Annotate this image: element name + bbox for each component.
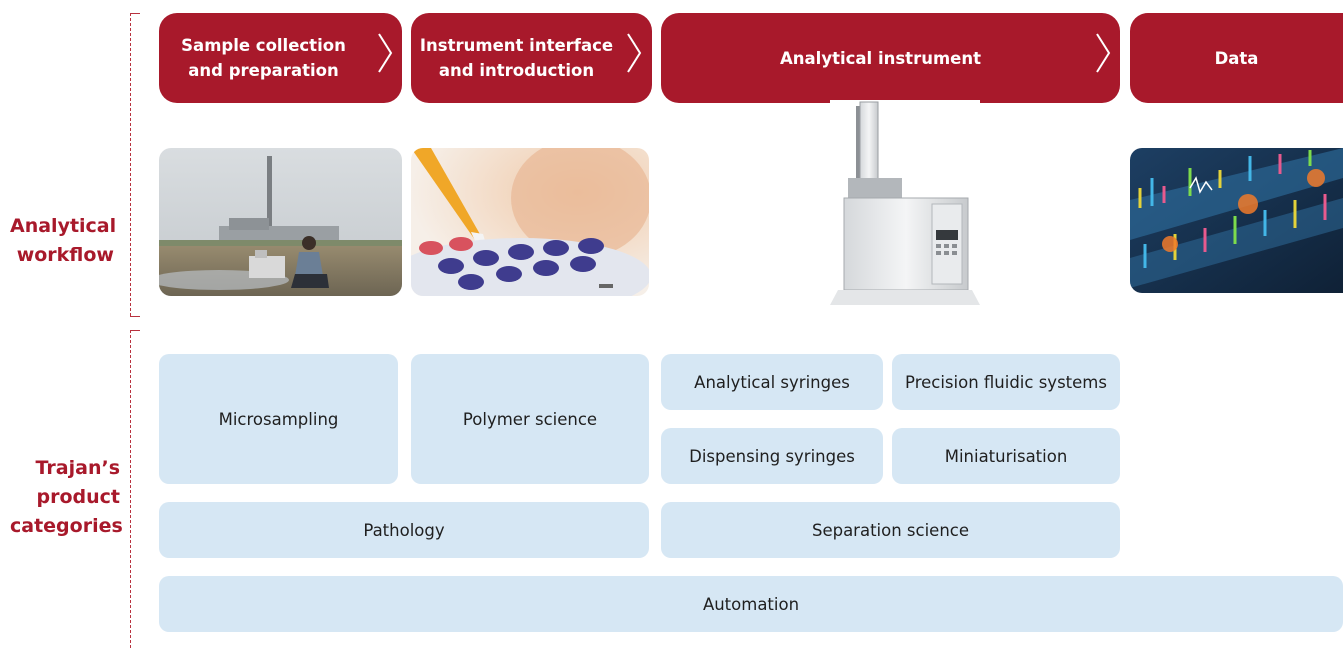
- step-sample-collection: Sample collection and preparation: [159, 13, 402, 103]
- lab-pipetting-photo: [411, 148, 649, 296]
- category-polymer-science: Polymer science: [411, 354, 649, 484]
- category-miniaturisation: Miniaturisation: [892, 428, 1120, 484]
- category-automation: Automation: [159, 576, 1343, 632]
- step-label: Sample collection and preparation: [181, 36, 346, 80]
- category-label: Pathology: [363, 520, 445, 540]
- workflow-label-line: Analytical: [10, 215, 117, 237]
- category-label: Dispensing syringes: [689, 446, 855, 466]
- category-separation-science: Separation science: [661, 502, 1120, 558]
- step-label: Instrument interface and introduction: [419, 36, 614, 80]
- category-label: Miniaturisation: [944, 446, 1068, 466]
- categories-label-line: Trajan’s: [35, 457, 120, 479]
- workflow-bracket: [130, 13, 132, 316]
- analytical-instrument-photo: [830, 100, 980, 305]
- category-label: Precision fluidic systems: [905, 372, 1107, 392]
- data-visualisation-photo: [1130, 148, 1343, 293]
- category-pathology: Pathology: [159, 502, 649, 558]
- step-instrument-interface: Instrument interface and introduction: [411, 13, 652, 103]
- category-microsampling: Microsampling: [159, 354, 398, 484]
- category-precision-fluidic-systems: Precision fluidic systems: [892, 354, 1120, 410]
- bracket-top-tick: [130, 13, 140, 14]
- field-sampling-photo: [159, 148, 402, 296]
- category-dispensing-syringes: Dispensing syringes: [661, 428, 883, 484]
- product-categories-label: Trajan’s product categories: [10, 454, 123, 541]
- bracket-mid-tick-b: [130, 330, 140, 331]
- category-label: Polymer science: [462, 409, 598, 429]
- category-analytical-syringes: Analytical syringes: [661, 354, 883, 410]
- category-label: Separation science: [811, 520, 970, 540]
- category-label: Microsampling: [218, 409, 339, 429]
- chevron-right-icon: [378, 33, 393, 73]
- bracket-mid-tick-a: [130, 316, 140, 317]
- chevron-right-icon: [1096, 33, 1111, 73]
- categories-label-line: product: [36, 486, 121, 508]
- analytical-workflow-label: Analytical workflow: [10, 212, 117, 270]
- category-label: Automation: [702, 594, 800, 614]
- step-analytical-instrument: Analytical instrument: [661, 13, 1120, 103]
- step-label: Analytical instrument: [780, 48, 981, 68]
- step-label: Data: [1214, 48, 1259, 68]
- step-data: Data: [1130, 13, 1343, 103]
- workflow-label-line: workflow: [16, 244, 114, 266]
- categories-label-line: categories: [10, 515, 123, 537]
- categories-bracket: [130, 330, 132, 648]
- chevron-right-icon: [627, 33, 642, 73]
- category-label: Analytical syringes: [694, 372, 850, 392]
